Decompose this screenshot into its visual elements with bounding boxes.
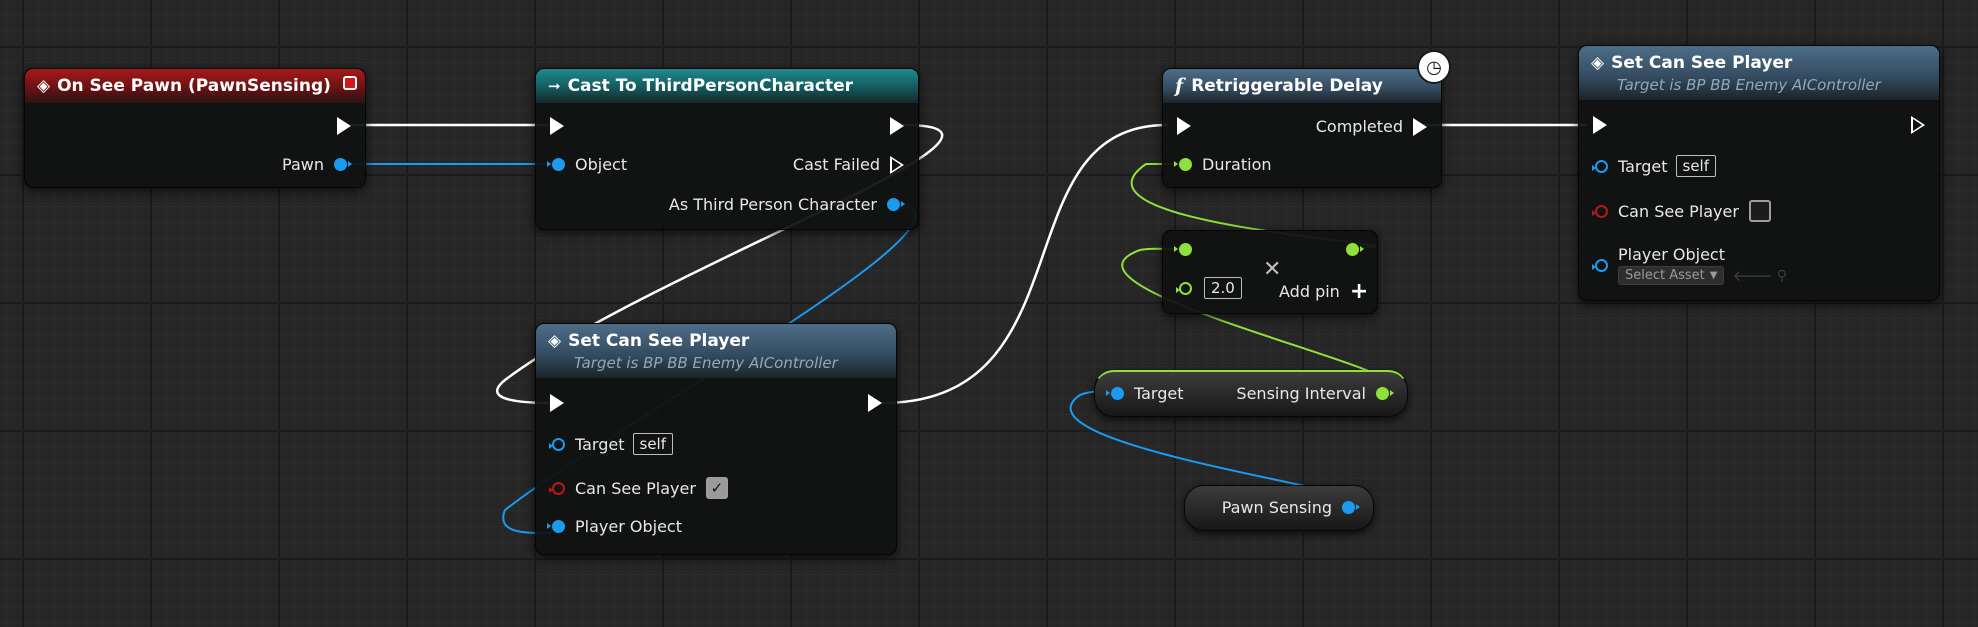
event-node-on-see-pawn[interactable]: ◈ On See Pawn (PawnSensing) Pawn: [24, 68, 366, 188]
event-red-square-icon: [343, 76, 357, 90]
node-title: Set Can See Player: [1611, 52, 1793, 73]
node-title: Set Can See Player: [568, 330, 750, 351]
a-in-pin[interactable]: [1174, 243, 1192, 256]
node-title: On See Pawn (PawnSensing): [57, 76, 331, 96]
pin-label-object: Object: [575, 155, 628, 174]
player-object-in-pin[interactable]: [1592, 259, 1608, 272]
diamond-function-icon: ◈: [1591, 52, 1605, 73]
object-in-pin[interactable]: [547, 158, 565, 171]
add-pin-label: Add pin: [1279, 282, 1340, 301]
completed-exec-out-pin[interactable]: [1413, 117, 1427, 136]
pin-label-pawn: Pawn: [282, 155, 324, 174]
select-asset-label: Select Asset: [1625, 268, 1705, 283]
result-out-pin[interactable]: [1346, 243, 1364, 256]
exec-wire-set-to-delay: [880, 123, 1169, 405]
player-object-in-pin[interactable]: [547, 520, 565, 533]
plus-icon: +: [1349, 279, 1369, 304]
node-title: Retriggerable Delay: [1191, 76, 1383, 96]
node-header[interactable]: f Retriggerable Delay: [1163, 69, 1441, 103]
node-header[interactable]: ◈ On See Pawn (PawnSensing): [25, 69, 365, 103]
pin-label-player-object: Player Object: [1618, 245, 1725, 264]
can-see-player-in-pin[interactable]: [549, 481, 565, 495]
exec-in-pin[interactable]: [550, 117, 564, 135]
function-f-icon: f: [1175, 75, 1184, 97]
sensing-interval-getter-node[interactable]: Target Sensing Interval: [1094, 370, 1408, 417]
exec-out-pin[interactable]: [868, 394, 882, 412]
sensing-interval-out-pin[interactable]: [1376, 387, 1394, 400]
exec-in-pin[interactable]: [1593, 116, 1607, 134]
exec-out-pin[interactable]: [890, 117, 904, 135]
can-see-player-checkbox[interactable]: ✓: [705, 477, 728, 499]
can-see-player-in-pin[interactable]: [1592, 204, 1608, 218]
add-pin-button[interactable]: Add pin +: [1279, 279, 1368, 304]
target-in-pin[interactable]: [549, 437, 565, 451]
exec-in-pin[interactable]: [550, 394, 564, 412]
pin-label-target: Target: [575, 434, 625, 454]
can-see-player-checkbox[interactable]: [1748, 200, 1771, 222]
set-can-see-player-node-false[interactable]: ◈ Set Can See Player Target is BP BB Ene…: [1578, 45, 1940, 301]
as-third-person-out-pin[interactable]: [887, 198, 905, 211]
target-self-field[interactable]: self: [632, 433, 673, 455]
pin-label-pawn-sensing: Pawn Sensing: [1221, 498, 1332, 517]
target-in-pin[interactable]: [1592, 159, 1608, 173]
cast-node[interactable]: ➞ Cast To ThirdPersonCharacter Object Ca…: [535, 68, 919, 230]
duration-in-pin[interactable]: [1174, 158, 1192, 171]
set-can-see-player-node-true[interactable]: ◈ Set Can See Player Target is BP BB Ene…: [535, 323, 897, 555]
node-header[interactable]: ➞ Cast To ThirdPersonCharacter: [536, 69, 918, 103]
magnifier-icon[interactable]: ⚲: [1776, 267, 1787, 284]
clock-icon: ◷: [1417, 50, 1451, 84]
node-header[interactable]: ◈ Set Can See Player Target is BP BB Ene…: [1579, 46, 1939, 100]
target-in-pin[interactable]: [1106, 387, 1124, 400]
chevron-down-icon: ▼: [1709, 270, 1718, 281]
node-subtitle: Target is BP BB Enemy AIController: [1617, 75, 1881, 94]
diamond-function-icon: ◈: [548, 330, 562, 351]
retriggerable-delay-node[interactable]: f Retriggerable Delay Completed Duration: [1162, 68, 1442, 188]
node-subtitle: Target is BP BB Enemy AIController: [574, 353, 838, 372]
select-asset-dropdown[interactable]: Select Asset ▼: [1618, 266, 1725, 285]
arrow-left-icon[interactable]: 🡐: [1732, 267, 1773, 285]
b-in-pin[interactable]: [1176, 281, 1192, 295]
pin-label-duration: Duration: [1202, 155, 1272, 174]
pin-label-cast-failed: Cast Failed: [792, 155, 880, 174]
cast-arrow-icon: ➞: [548, 77, 561, 95]
diamond-event-icon: ◈: [37, 76, 51, 96]
pawn-sensing-out-pin[interactable]: [1342, 501, 1360, 514]
exec-out-pin[interactable]: [337, 117, 351, 135]
node-header[interactable]: ◈ Set Can See Player Target is BP BB Ene…: [536, 324, 896, 378]
pawn-sensing-variable-node[interactable]: Pawn Sensing: [1184, 485, 1374, 531]
pin-label-completed: Completed: [1315, 117, 1403, 136]
pin-label-as-third-person: As Third Person Character: [668, 195, 877, 214]
pin-label-can-see-player: Can See Player: [1618, 201, 1739, 221]
pin-label-target: Target: [1134, 384, 1184, 403]
pin-label-can-see-player: Can See Player: [575, 478, 696, 498]
cast-failed-pin[interactable]: [890, 155, 904, 174]
target-self-field[interactable]: self: [1675, 155, 1716, 177]
add-float-node[interactable]: 2.0 ✕ Add pin +: [1162, 230, 1378, 314]
pin-label-sensing-interval: Sensing Interval: [1236, 384, 1366, 403]
node-title: Cast To ThirdPersonCharacter: [567, 76, 854, 96]
pin-label-target: Target: [1618, 156, 1668, 176]
pin-label-player-object: Player Object: [575, 517, 682, 536]
exec-out-pin[interactable]: [1911, 116, 1925, 134]
b-value-field[interactable]: 2.0: [1204, 277, 1242, 299]
pawn-out-pin[interactable]: [334, 158, 352, 171]
exec-in-pin[interactable]: [1177, 117, 1191, 135]
